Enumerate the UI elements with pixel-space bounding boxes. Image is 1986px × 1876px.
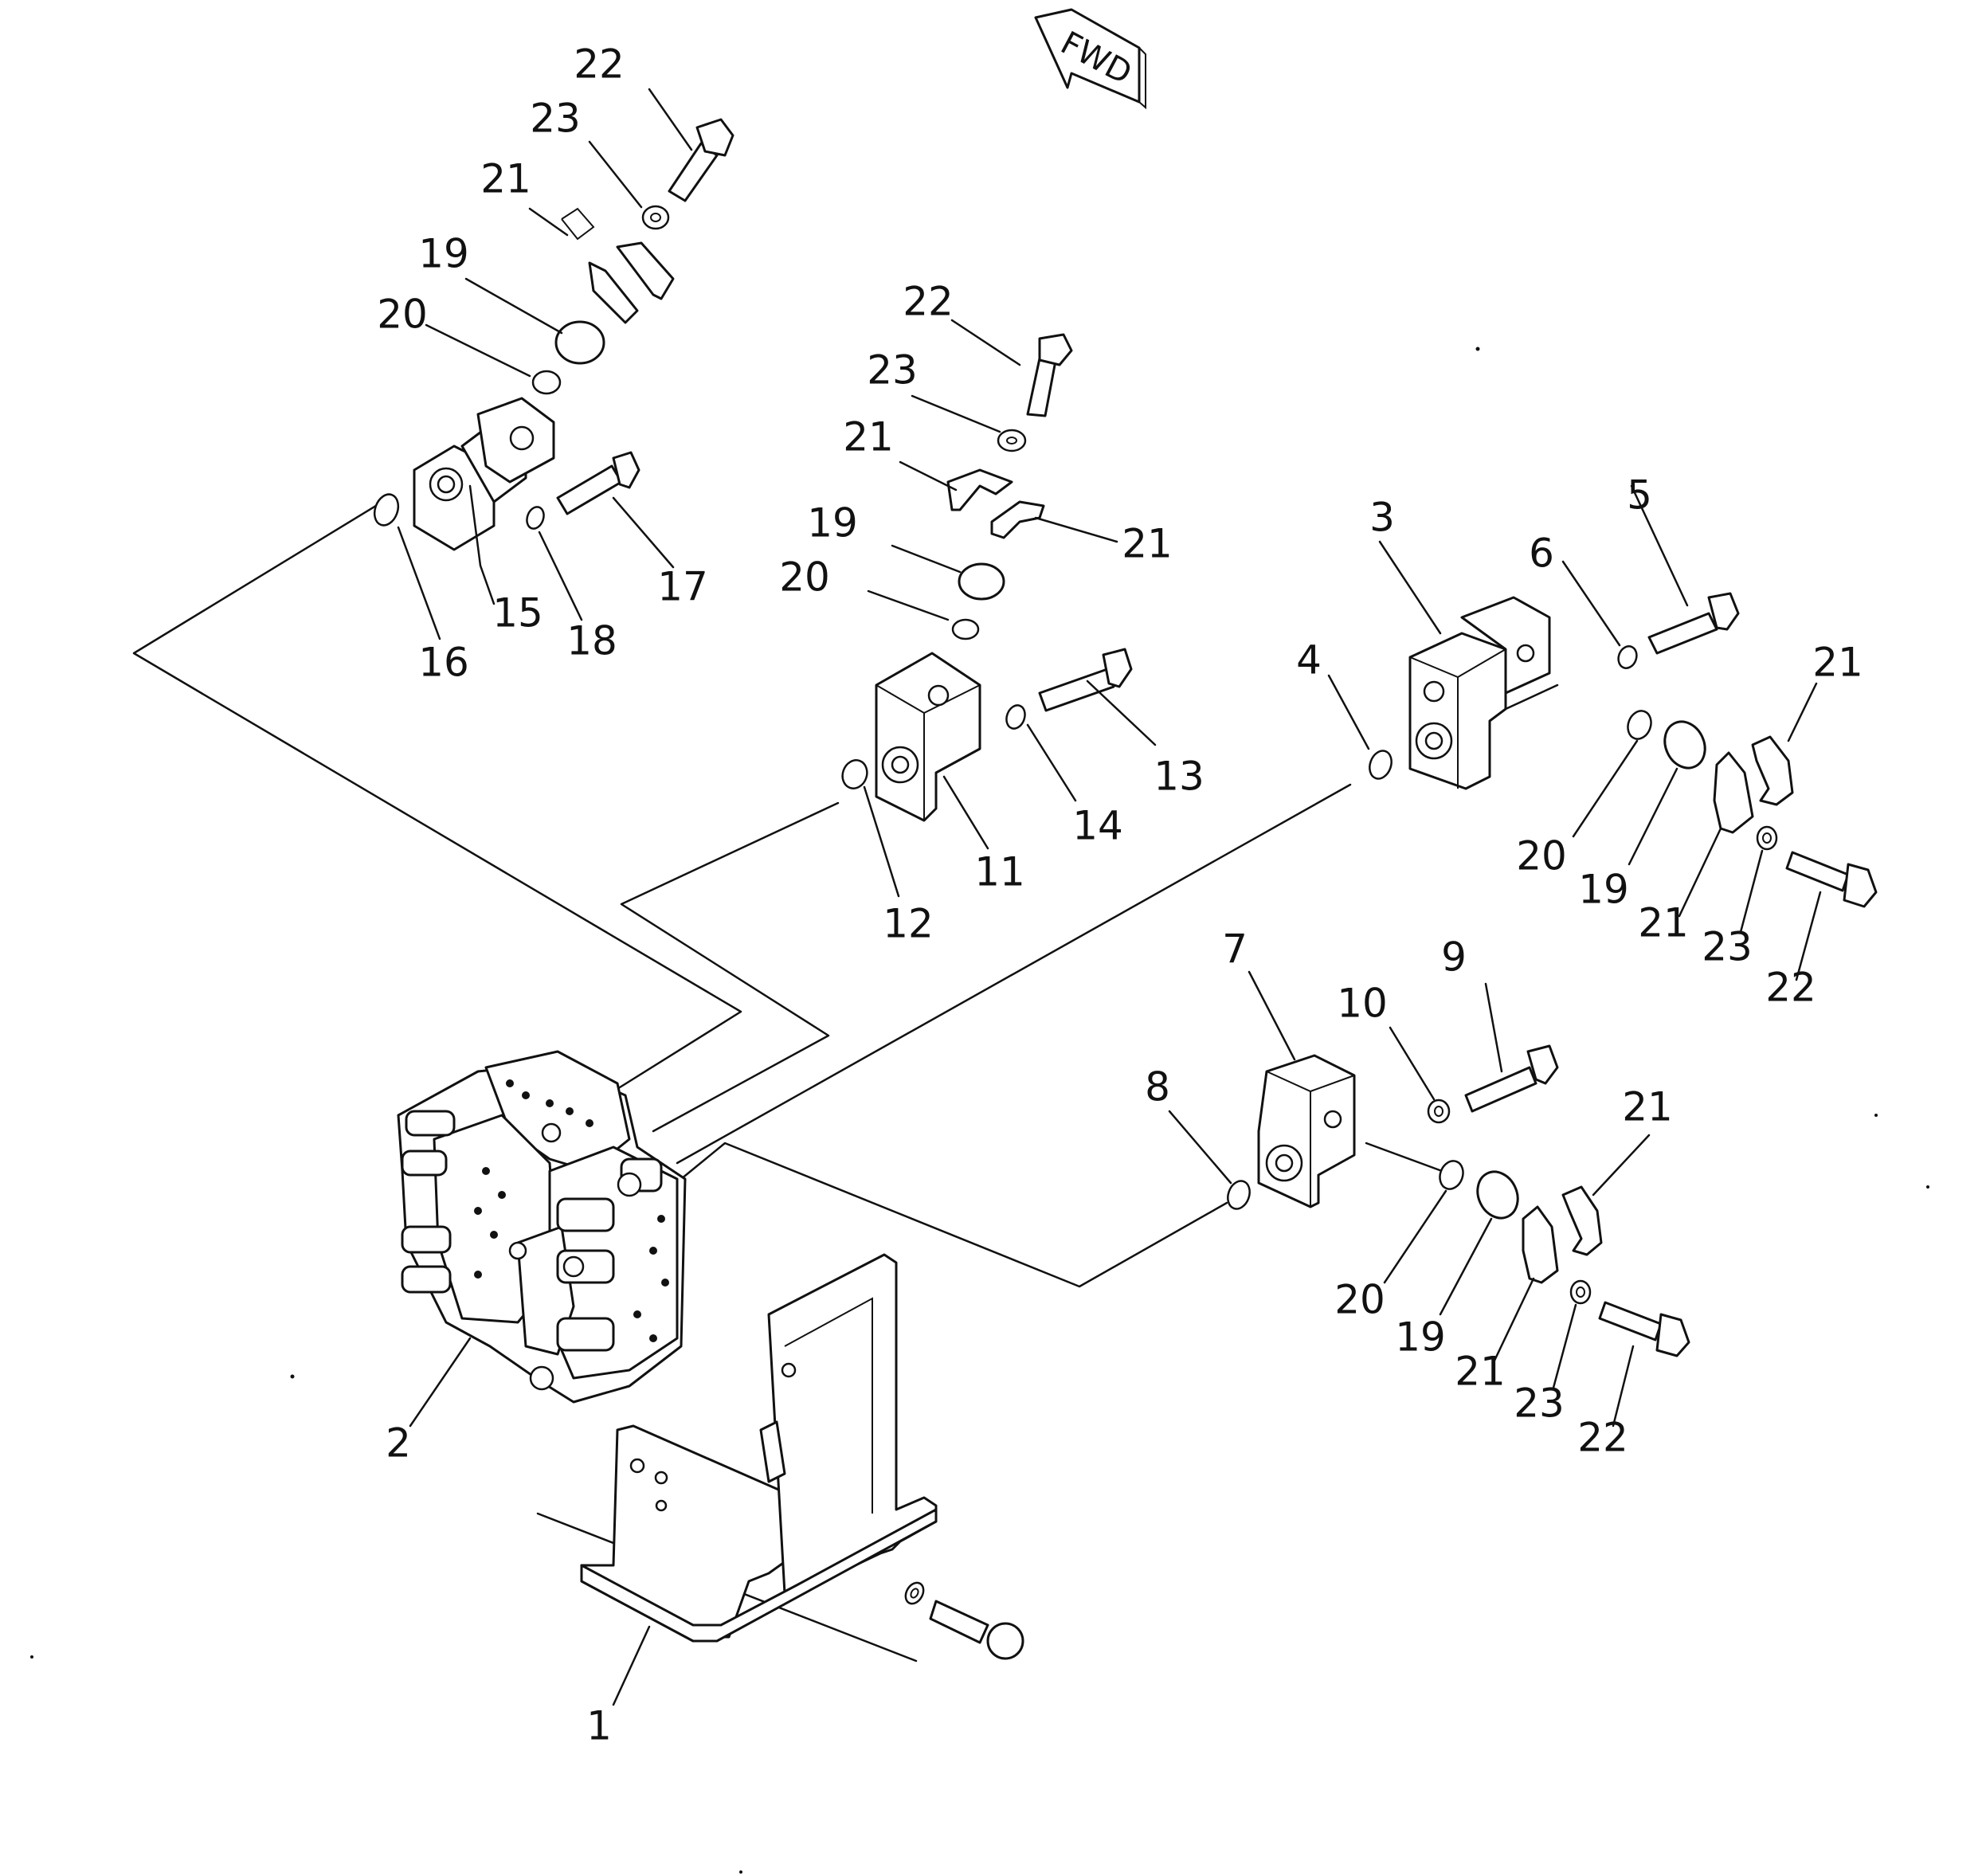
callout-19-right-upper: 19 <box>1578 867 1629 913</box>
callout-19-right-lower: 19 <box>1395 1314 1446 1361</box>
callout-21-center-b: 21 <box>1122 521 1173 567</box>
callout-20-top-left: 20 <box>377 292 428 338</box>
callout-22-top-left: 22 <box>574 41 625 88</box>
callout-13: 13 <box>1154 754 1205 800</box>
callout-21-top-left: 21 <box>480 156 531 202</box>
callout-23-center: 23 <box>867 347 918 394</box>
callout-23-top-left: 23 <box>530 96 581 142</box>
callout-20-right-lower: 20 <box>1334 1277 1385 1323</box>
callout-23-right-lower: 23 <box>1514 1381 1565 1427</box>
callout-11: 11 <box>974 849 1025 895</box>
callout-20-right-upper: 20 <box>1516 833 1567 879</box>
main-control-valve <box>397 1050 687 1404</box>
callout-21-right-lower-b: 21 <box>1455 1349 1506 1395</box>
callout-1: 1 <box>586 1703 612 1749</box>
callout-21-center-a: 21 <box>843 414 894 460</box>
callout-6: 6 <box>1529 531 1554 577</box>
callout-19-top-left: 19 <box>418 231 469 277</box>
callout-8: 8 <box>1145 1064 1170 1110</box>
callout-15: 15 <box>492 590 543 636</box>
callout-12: 12 <box>883 901 934 947</box>
callout-22-right-upper: 22 <box>1765 965 1816 1011</box>
adapter-assembly-top-left <box>373 118 734 551</box>
callout-19-center: 19 <box>807 500 858 546</box>
callout-21-right-upper-a: 21 <box>1812 640 1863 686</box>
callout-7: 7 <box>1222 926 1248 973</box>
callout-4: 4 <box>1296 637 1322 683</box>
callout-23-right-upper: 23 <box>1702 924 1753 970</box>
mounting-bracket <box>580 1253 1024 1660</box>
callout-22-center: 22 <box>903 279 954 325</box>
adapter-assembly-center <box>841 333 1133 822</box>
callout-21-right-upper-b: 21 <box>1638 900 1689 946</box>
leader-lines <box>397 88 1822 1706</box>
callout-18: 18 <box>566 618 617 664</box>
callout-22-right-lower: 22 <box>1577 1415 1628 1461</box>
callout-16: 16 <box>418 640 469 686</box>
callout-20-center: 20 <box>779 554 830 601</box>
callout-numbers: 22 23 21 19 20 16 15 18 17 22 23 21 21 1… <box>377 41 1863 1749</box>
callout-9: 9 <box>1441 934 1467 981</box>
adapter-assembly-right-lower <box>1227 1044 1690 1357</box>
callout-21-right-lower-a: 21 <box>1622 1084 1673 1130</box>
callout-5: 5 <box>1627 472 1652 519</box>
adapter-assembly-right-upper <box>1369 592 1878 908</box>
fwd-arrow-sign: FWD <box>1034 8 1146 110</box>
callout-2: 2 <box>386 1420 411 1467</box>
scan-specks <box>30 347 1929 1874</box>
callout-3: 3 <box>1369 495 1395 541</box>
callout-10: 10 <box>1337 981 1388 1027</box>
callout-17: 17 <box>657 564 708 610</box>
callout-14: 14 <box>1072 803 1123 849</box>
